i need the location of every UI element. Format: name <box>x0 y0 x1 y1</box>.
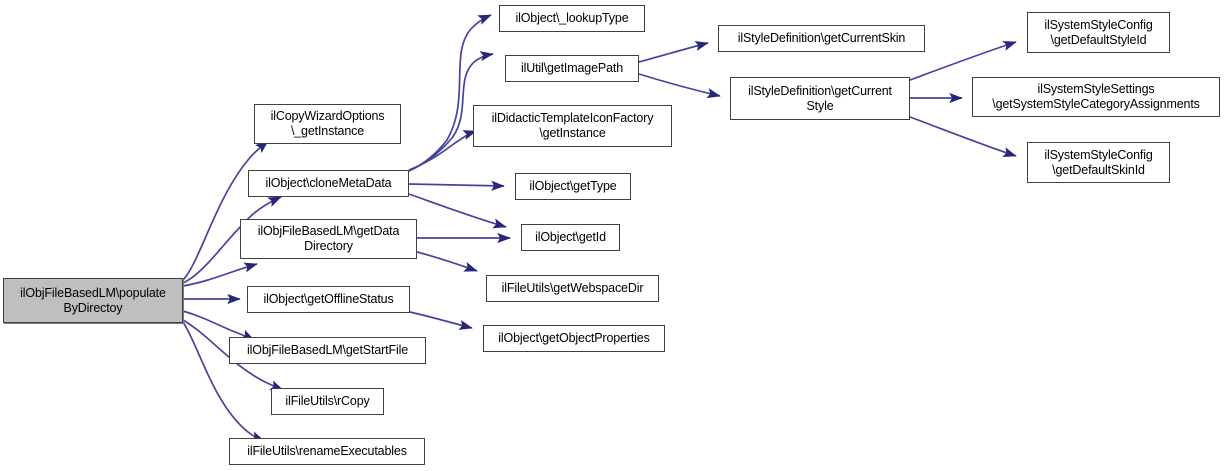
graph-node-label: ilDidacticTemplateIconFactory \getInstan… <box>491 111 654 140</box>
graph-node-getCurrentSkin[interactable]: ilStyleDefinition\getCurrentSkin <box>718 25 925 52</box>
call-edge <box>909 116 1017 157</box>
graph-node-label: ilCopyWizardOptions \_getInstance <box>270 109 385 138</box>
graph-node-label: ilObject\getOfflineStatus <box>263 292 394 306</box>
call-edge <box>638 41 709 63</box>
graph-node-label: ilObject\getType <box>529 179 617 193</box>
graph-node-label: ilObject\_lookupType <box>515 11 629 25</box>
graph-node-getObjectProperties[interactable]: ilObject\getObjectProperties <box>483 325 665 352</box>
graph-node-populateByDirectoy[interactable]: ilObjFileBasedLM\populate ByDirectoy <box>3 278 183 323</box>
graph-node-label: ilFileUtils\getWebspaceDir <box>501 281 644 295</box>
graph-node-copyWizardGetInstance[interactable]: ilCopyWizardOptions \_getInstance <box>254 104 401 144</box>
graph-node-getImagePath[interactable]: ilUtil\getImagePath <box>505 55 639 82</box>
call-edge <box>408 180 505 191</box>
graph-node-getWebspaceDir[interactable]: ilFileUtils\getWebspaceDir <box>486 275 659 302</box>
graph-node-getDataDirectory[interactable]: ilObjFileBasedLM\getData Directory <box>240 219 417 259</box>
call-edge <box>182 310 255 341</box>
graph-node-cloneMetaData[interactable]: ilObject\cloneMetaData <box>248 170 409 197</box>
call-edge <box>416 251 478 272</box>
graph-node-getStartFile[interactable]: ilObjFileBasedLM\getStartFile <box>229 337 426 364</box>
graph-node-getDefaultStyleId[interactable]: ilSystemStyleConfig \getDefaultStyleId <box>1027 12 1170 53</box>
graph-node-label: ilObjFileBasedLM\populate ByDirectoy <box>20 285 166 315</box>
graph-node-label: ilFileUtils\renameExecutables <box>247 444 407 458</box>
graph-node-renameExecutables[interactable]: ilFileUtils\renameExecutables <box>229 438 425 465</box>
graph-node-label: ilObject\getObjectProperties <box>498 331 650 345</box>
graph-node-getSystemStyleCategoryAssignments[interactable]: ilSystemStyleSettings \getSystemStyleCat… <box>972 77 1220 117</box>
call-edge <box>408 14 492 172</box>
graph-node-getOfflineStatus[interactable]: ilObject\getOfflineStatus <box>247 286 410 313</box>
call-edge <box>182 262 258 287</box>
graph-node-label: ilUtil\getImagePath <box>520 61 624 75</box>
graph-node-rCopy[interactable]: ilFileUtils\rCopy <box>271 388 384 415</box>
graph-node-label: ilObjFileBasedLM\getData Directory <box>257 224 400 253</box>
graph-node-label: ilSystemStyleSettings \getSystemStyleCat… <box>992 82 1200 111</box>
graph-node-getDefaultSkinId[interactable]: ilSystemStyleConfig \getDefaultSkinId <box>1027 142 1170 183</box>
graph-node-getId[interactable]: ilObject\getId <box>521 224 620 251</box>
graph-node-label: ilSystemStyleConfig \getDefaultStyleId <box>1044 17 1153 47</box>
call-edge <box>909 41 1017 81</box>
graph-node-didacticIconFactory[interactable]: ilDidacticTemplateIconFactory \getInstan… <box>473 105 672 147</box>
graph-node-label: ilFileUtils\rCopy <box>285 394 370 408</box>
graph-node-label: ilStyleDefinition\getCurrent Style <box>748 83 892 113</box>
call-edge <box>408 193 507 229</box>
graph-node-label: ilObjFileBasedLM\getStartFile <box>247 343 408 357</box>
graph-node-getType[interactable]: ilObject\getType <box>515 173 631 200</box>
graph-node-label: ilStyleDefinition\getCurrentSkin <box>737 31 906 45</box>
graph-node-lookupType[interactable]: ilObject\_lookupType <box>499 5 645 32</box>
graph-node-label: ilObject\getId <box>535 230 606 244</box>
call-edge <box>182 140 269 281</box>
graph-node-label: ilSystemStyleConfig \getDefaultSkinId <box>1044 147 1153 177</box>
call-edge <box>638 73 721 99</box>
call-edge <box>408 130 477 171</box>
graph-node-label: ilObject\cloneMetaData <box>265 176 392 190</box>
call-edge <box>409 311 473 330</box>
graph-node-getCurrentStyle[interactable]: ilStyleDefinition\getCurrent Style <box>730 77 910 120</box>
